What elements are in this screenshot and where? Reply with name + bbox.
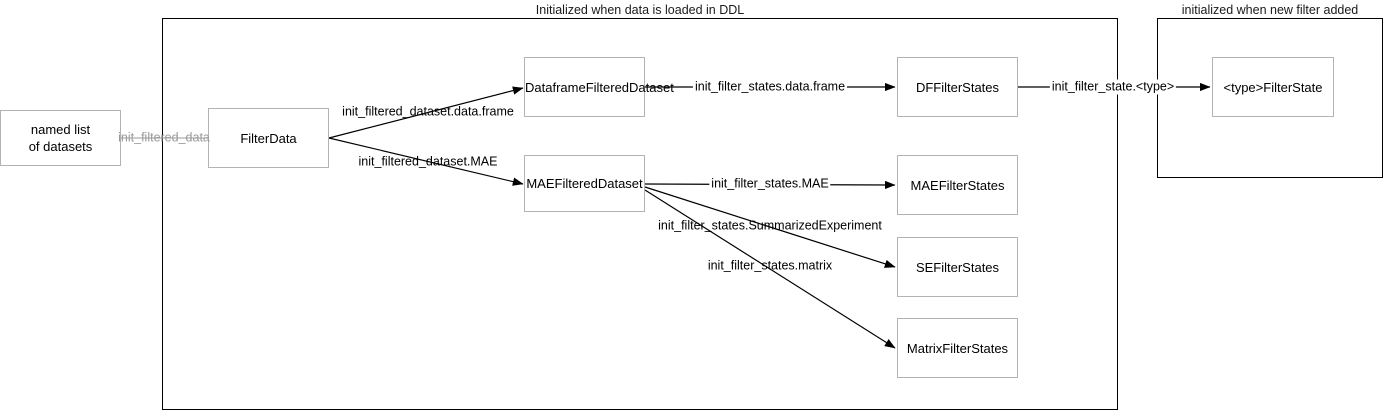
edge-label-init-filtered-dataset-data-frame: init_filtered_dataset.data.frame: [342, 104, 514, 119]
node-label: SEFilterStates: [915, 259, 1000, 275]
node-label: MAEFilteredDataset: [526, 176, 643, 191]
node-filter-data[interactable]: FilterData: [208, 108, 329, 168]
group-frame-new-filter: [1157, 18, 1383, 178]
node-se-filter-states[interactable]: SEFilterStates: [897, 237, 1018, 297]
group-title-ddl: Initialized when data is loaded in DDL: [535, 3, 745, 17]
node-dataframe-filtered-dataset[interactable]: DataframeFilteredDataset: [524, 57, 674, 117]
node-type-filter-state[interactable]: <type>FilterState: [1212, 57, 1334, 117]
edge-label-init-filter-states-mae: init_filter_states.MAE: [709, 176, 831, 192]
node-label: <type>FilterState: [1223, 79, 1323, 95]
edge-label-init-filter-states-data-frame: init_filter_states.data.frame: [692, 79, 848, 95]
node-label: MAEFilterStates: [910, 177, 1005, 193]
edge-label-init-filter-state-type: init_filter_state.<type>: [1049, 79, 1177, 95]
group-title-new-filter: initialized when new filter added: [1181, 3, 1359, 17]
node-label: DataframeFilteredDataset: [525, 79, 674, 95]
edge-label-init-filter-states-matrix: init_filter_states.matrix: [707, 258, 833, 273]
node-label: MatrixFilterStates: [906, 340, 1009, 356]
node-df-filter-states[interactable]: DFFilterStates: [897, 57, 1018, 117]
node-mae-filtered-dataset[interactable]: MAEFilteredDataset: [524, 155, 645, 212]
edge-label-init-filtered-data: init_filtered_data: [118, 130, 210, 145]
node-mae-filter-states[interactable]: MAEFilterStates: [897, 155, 1018, 215]
edge-label-init-filtered-dataset-mae: init_filtered_dataset.MAE: [358, 154, 498, 169]
group-frame-ddl: [162, 18, 1118, 410]
node-label: DFFilterStates: [915, 79, 1000, 95]
node-matrix-filter-states[interactable]: MatrixFilterStates: [897, 318, 1018, 378]
edge-label-init-filter-states-summarizedexperiment: init_filter_states.SummarizedExperiment: [658, 218, 882, 233]
node-label: FilterData: [240, 130, 297, 146]
